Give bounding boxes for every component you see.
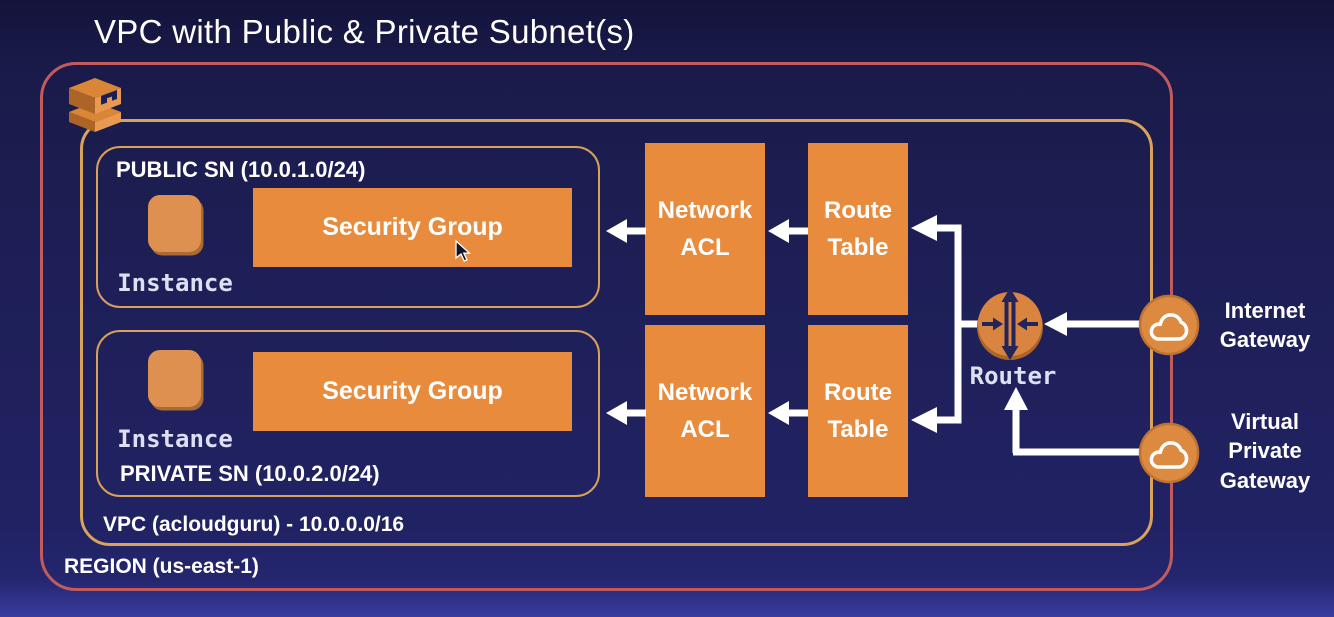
- virtual-private-gateway-label: Virtual Private Gateway: [1219, 409, 1311, 493]
- security-group-box-private: Security Group: [253, 352, 572, 431]
- route-table-box-public: Route Table: [808, 143, 908, 315]
- network-acl-box-public: Network ACL: [645, 143, 765, 315]
- router-label: Router: [969, 362, 1057, 390]
- vpc-label: VPC (acloudguru) - 10.0.0.0/16: [103, 513, 405, 536]
- instance-label-public: Instance: [117, 269, 233, 297]
- region-label: REGION (us-east-1): [64, 555, 259, 578]
- subnet-public-label: PUBLIC SN (10.0.1.0/24): [116, 157, 366, 182]
- subnet-private: [96, 330, 600, 497]
- vpc-icon: [69, 78, 121, 132]
- subnet-public: [96, 146, 600, 308]
- subnet-private-label: PRIVATE SN (10.0.2.0/24): [120, 461, 380, 486]
- network-acl-box-private: Network ACL: [645, 325, 765, 497]
- route-table-box-private: Route Table: [808, 325, 908, 497]
- instance-label-private: Instance: [117, 425, 233, 453]
- instance-icon-public: [148, 195, 201, 252]
- instance-icon-private: [148, 350, 201, 407]
- security-group-box-public: Security Group: [253, 188, 572, 267]
- page-title: VPC with Public & Private Subnet(s): [94, 13, 635, 50]
- internet-gateway-label: Internet Gateway: [1219, 298, 1311, 353]
